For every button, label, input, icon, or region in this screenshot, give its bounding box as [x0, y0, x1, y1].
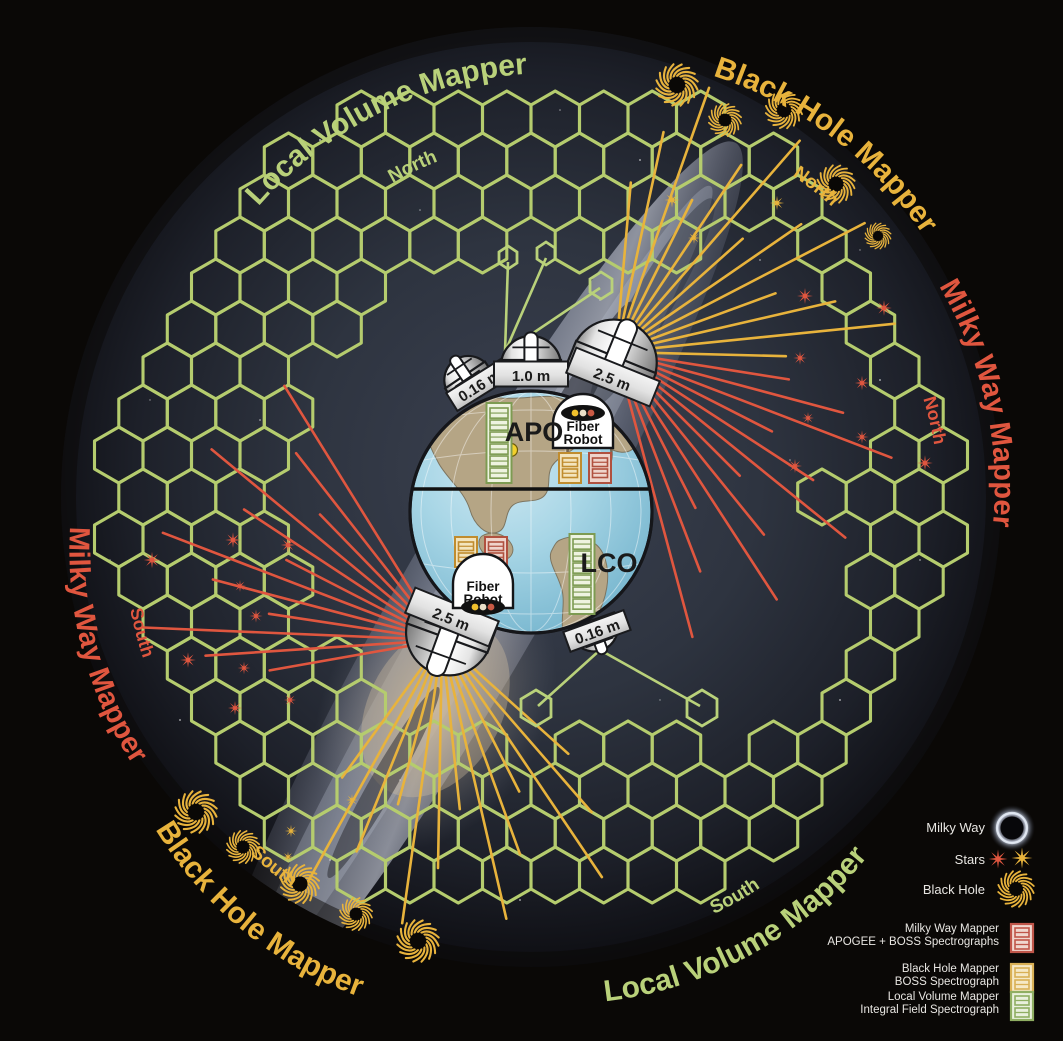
lvm-link-hexes — [497, 240, 719, 728]
black-hole-spiral-icon — [655, 63, 699, 107]
black-hole-spiral-icon — [174, 790, 218, 834]
star-burst-icon — [797, 288, 813, 304]
1-aperture-text: 1.0 m — [512, 368, 550, 385]
legend-star-red-icon — [988, 849, 1008, 869]
fiber-robot-line1: Fiber — [566, 419, 600, 434]
star-markers — [143, 192, 933, 863]
star-burst-icon — [282, 851, 294, 863]
star-burst-icon — [284, 694, 296, 706]
star-burst-icon — [876, 300, 892, 316]
star-burst-icon — [237, 661, 251, 675]
star-burst-icon — [917, 455, 933, 471]
black-hole-spiral-icon — [764, 90, 804, 130]
star-burst-icon — [234, 580, 246, 592]
legend-milky-way-icon — [989, 805, 1035, 851]
star-burst-icon — [284, 824, 298, 838]
star-burst-icon — [180, 652, 196, 668]
fiber-robot-line1: Fiber — [466, 579, 500, 594]
star-burst-icon — [249, 609, 263, 623]
black-hole-spiral-icon — [339, 897, 373, 931]
star-burst-icon — [346, 794, 358, 806]
black-hole-markers — [174, 63, 892, 963]
spectrograph-green-icon-south — [568, 533, 596, 615]
spectrograph-green-icon-north — [485, 402, 513, 484]
star-burst-icon — [228, 701, 242, 715]
legend-spectrograph-green-icon — [1009, 990, 1035, 1022]
star-burst-icon — [769, 195, 785, 211]
legend-black-hole-spiral-icon — [997, 870, 1035, 908]
star-burst-icon — [855, 430, 869, 444]
black-hole-spiral-icon — [396, 919, 440, 963]
star-burst-icon — [280, 537, 296, 553]
star-burst-icon — [664, 192, 680, 208]
telescope-lco-25m-aperture-band: 2.5 m — [403, 586, 501, 648]
legend-panel — [988, 805, 1035, 1022]
star-burst-icon — [688, 232, 700, 244]
star-burst-icon — [854, 375, 870, 391]
star-burst-icon — [793, 351, 807, 365]
spectrograph-red-icon-north — [588, 452, 612, 484]
fiber-robot-line2: Robot — [464, 592, 503, 607]
star-burst-icon — [143, 551, 161, 569]
black-hole-spiral-icon — [279, 863, 321, 905]
telescope-apo-25m-aperture-band: 2.5 m — [564, 346, 662, 408]
spectrograph-gold-icon-north — [558, 452, 582, 484]
legend-star-gold-icon — [1011, 847, 1033, 869]
star-burst-icon — [788, 459, 802, 473]
hexagon-grid-local-volume-mapper — [92, 89, 970, 905]
legend-spectrograph-gold-icon — [1009, 962, 1035, 994]
fiber-robot-line2: Robot — [564, 432, 603, 447]
black-hole-spiral-icon — [864, 222, 892, 250]
black-hole-spiral-icon — [816, 164, 856, 204]
black-hole-spiral-icon — [226, 830, 260, 864]
telescope-apo-10m-aperture-band: 1.0 m — [493, 360, 569, 388]
legend-spectrograph-red-icon — [1009, 922, 1035, 954]
star-burst-icon — [225, 532, 241, 548]
black-hole-spiral-icon — [708, 103, 742, 137]
star-burst-icon — [802, 412, 814, 424]
